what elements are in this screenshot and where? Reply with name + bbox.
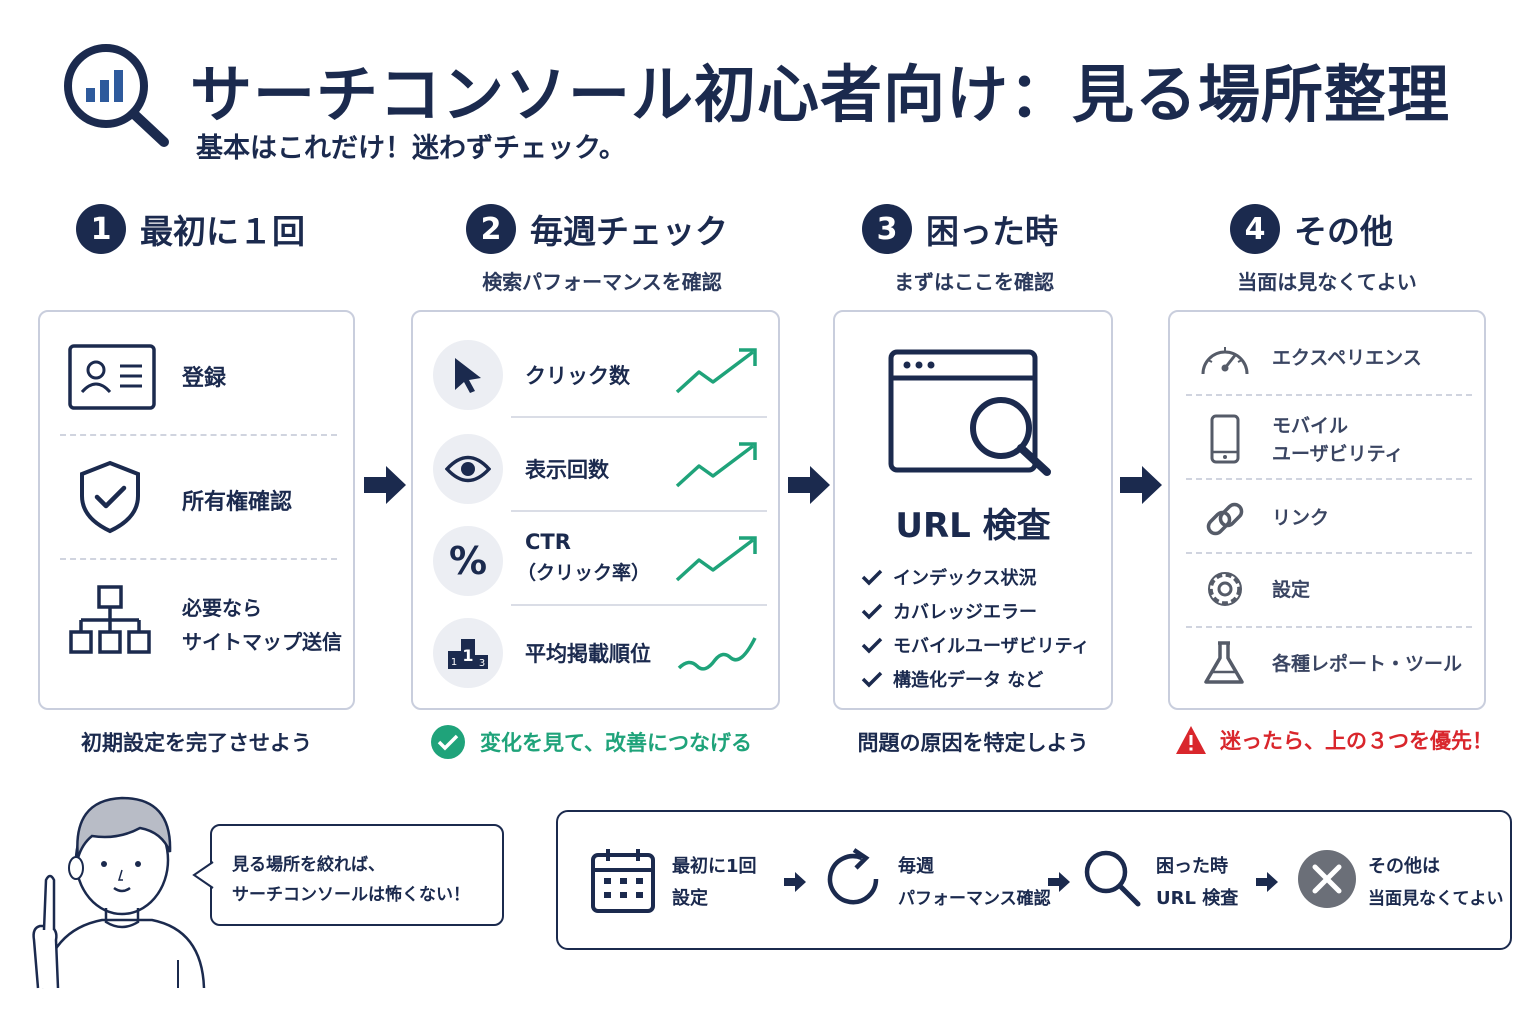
item-ownership: 所有権確認 — [182, 490, 293, 515]
section-4-title: その他 — [1294, 212, 1393, 251]
metric-impressions: 表示回数 — [525, 458, 609, 482]
card-others: エクスペリエンス モバイル ユーザビリティ リンク 設定 各種レポート・ツール — [1168, 310, 1486, 710]
section-3-heading: 3 困った時 — [862, 204, 1058, 254]
speech-bubble: 見る場所を絞れば、 サーチコンソールは怖くない！ — [210, 824, 504, 926]
flow-step-2-line-2: パフォーマンス確認 — [898, 889, 1051, 909]
trend-up-icon — [673, 346, 759, 400]
section-1-title: 最初に１回 — [140, 212, 305, 251]
arrow-right-icon — [1046, 870, 1072, 898]
sitemap-icon — [68, 584, 152, 662]
refresh-icon — [820, 846, 886, 916]
other-item-mobile: モバイル — [1272, 415, 1349, 437]
check-icon — [861, 569, 883, 586]
warning-icon — [1176, 726, 1206, 754]
url-inspection-title: URL 検査 — [895, 506, 1051, 546]
metric-ctr: CTR — [525, 530, 571, 554]
svg-text:1: 1 — [451, 657, 457, 668]
smartphone-icon — [1210, 414, 1240, 468]
other-item-links: リンク — [1272, 507, 1330, 529]
cursor-icon — [433, 340, 503, 410]
check-item: 構造化データ など — [893, 670, 1044, 691]
check-item: モバイルユーザビリティ — [893, 636, 1090, 657]
magnifier-icon — [1082, 848, 1142, 914]
browser-search-icon — [887, 348, 1057, 484]
section-2-title: 毎週チェック — [530, 212, 728, 251]
check-circle-icon — [431, 725, 465, 759]
page-title: サーチコンソール初心者向け：見る場所整理 — [190, 58, 1451, 131]
card-initial-setup: 登録 所有権確認 必要なら サイトマップ送信 — [38, 310, 355, 710]
section-4-number: 4 — [1230, 204, 1280, 254]
metric-avg-position: 平均掲載順位 — [525, 642, 651, 666]
metric-clicks: クリック数 — [525, 364, 630, 388]
flow-step-3-line-2: URL 検査 — [1156, 888, 1239, 909]
close-circle-icon — [1296, 848, 1358, 914]
svg-text:1: 1 — [462, 646, 473, 665]
check-item: インデックス状況 — [893, 568, 1037, 589]
trend-up-icon — [675, 628, 761, 680]
flow-step-4-line-2: 当面見なくてよい — [1368, 889, 1504, 909]
calendar-icon — [590, 846, 656, 918]
trend-up-icon — [673, 534, 759, 588]
gauge-icon — [1198, 338, 1252, 382]
speech-line-1: 見る場所を絞れば、 — [232, 855, 385, 875]
trend-up-icon — [673, 440, 759, 494]
section-1-number: 1 — [76, 204, 126, 254]
caption-others-text: 迷ったら、上の３つを優先！ — [1220, 729, 1493, 753]
svg-text:3: 3 — [479, 658, 485, 669]
item-register: 登録 — [182, 366, 227, 391]
section-2-number: 2 — [466, 204, 516, 254]
other-item-experience: エクスペリエンス — [1272, 347, 1422, 369]
metric-ctr-note: （クリック率） — [517, 562, 651, 584]
item-if-needed: 必要なら — [182, 596, 262, 620]
section-3-title: 困った時 — [926, 212, 1058, 251]
item-sitemap: サイトマップ送信 — [182, 630, 342, 654]
flow-step-1-line-1: 最初に1回 — [672, 856, 757, 877]
caption-troubleshoot: 問題の原因を特定しよう — [857, 731, 1089, 755]
speech-line-2: サーチコンソールは怖くない！ — [232, 885, 470, 905]
other-item-usability: ユーザビリティ — [1272, 443, 1404, 465]
section-1-heading: 1 最初に１回 — [76, 204, 305, 254]
arrow-right-icon — [362, 462, 408, 508]
percent-icon: % — [433, 526, 503, 596]
check-item: カバレッジエラー — [893, 602, 1037, 623]
gear-icon — [1202, 566, 1248, 616]
page-subtitle: 基本はこれだけ！迷わずチェック。 — [196, 133, 626, 164]
section-2-heading: 2 毎週チェック — [466, 204, 728, 254]
section-3-subheading: まずはここを確認 — [894, 270, 1054, 294]
flow-step-1-line-2: 設定 — [672, 888, 708, 909]
section-2-subheading: 検索パフォーマンスを確認 — [482, 270, 722, 294]
flask-icon — [1202, 640, 1246, 690]
check-icon — [861, 671, 883, 688]
eye-icon — [433, 434, 503, 504]
other-item-settings: 設定 — [1272, 579, 1311, 601]
arrow-right-icon — [786, 462, 832, 508]
caption-initial: 初期設定を完了させよう — [81, 731, 312, 755]
caption-weekly: 変化を見て、改善につなげる — [430, 724, 752, 760]
section-3-number: 3 — [862, 204, 912, 254]
check-icon — [861, 637, 883, 654]
link-icon — [1202, 496, 1248, 546]
flow-step-4-line-1: その他は — [1368, 856, 1440, 877]
section-4-heading: 4 その他 — [1230, 204, 1393, 254]
id-card-icon — [68, 344, 156, 414]
arrow-right-icon — [1118, 462, 1164, 508]
check-list: インデックス状況 カバレッジエラー モバイルユーザビリティ 構造化データ など — [861, 560, 1090, 696]
arrow-right-icon — [1254, 870, 1280, 898]
speech-bubble-tail — [192, 860, 214, 894]
other-item-reports-tools: 各種レポート・ツール — [1272, 653, 1463, 675]
caption-weekly-text: 変化を見て、改善につなげる — [480, 731, 752, 755]
shield-check-icon — [78, 460, 142, 538]
caption-others: 迷ったら、上の３つを優先！ — [1174, 724, 1493, 756]
arrow-right-icon — [782, 870, 808, 898]
flow-step-2-line-1: 毎週 — [898, 856, 934, 877]
section-4-subheading: 当面は見なくてよい — [1237, 270, 1417, 294]
summary-flow-box: 最初に1回 設定 毎週 パフォーマンス確認 困った時 URL 検査 その他は 当… — [556, 810, 1512, 950]
character-illustration — [22, 780, 212, 994]
card-troubleshoot: URL 検査 インデックス状況 カバレッジエラー モバイルユーザビリティ 構造化… — [833, 310, 1113, 710]
flow-step-3-line-1: 困った時 — [1156, 856, 1228, 877]
check-icon — [861, 603, 883, 620]
header-logo-icon — [60, 40, 172, 150]
